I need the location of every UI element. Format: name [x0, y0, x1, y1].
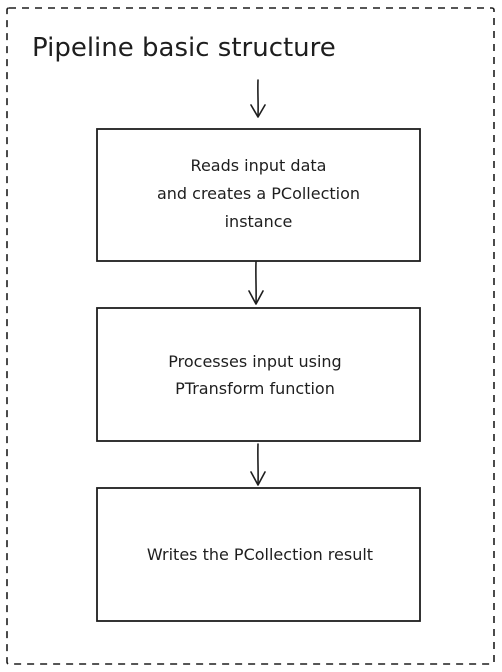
arrow-step2-to-step3	[250, 443, 266, 486]
step-box	[96, 307, 421, 442]
step-label-line: Reads input data	[191, 156, 327, 175]
arrow-step1-to-step2	[248, 261, 264, 305]
step-box	[96, 487, 421, 622]
entry-arrow	[250, 79, 266, 118]
step-write-result: Writes the PCollection result	[96, 487, 421, 622]
diagram-title: Pipeline basic structure	[32, 33, 336, 63]
step-label-line: Writes the PCollection result	[147, 545, 373, 564]
step-label-line: and creates a PCollection	[157, 184, 360, 203]
step-label-line: instance	[225, 212, 293, 231]
step-read-input: Reads input data and creates a PCollecti…	[96, 128, 421, 262]
step-process-input: Processes input using PTransform functio…	[96, 307, 421, 442]
step-label-line: Processes input using	[168, 352, 341, 371]
step-label-line: PTransform function	[175, 379, 335, 398]
dashed-frame	[6, 7, 495, 665]
step-box	[96, 128, 421, 262]
